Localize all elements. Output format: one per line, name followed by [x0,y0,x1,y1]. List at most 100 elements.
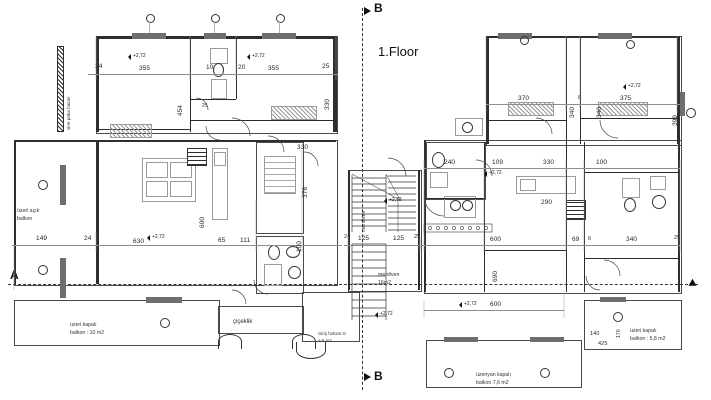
section-b-top-label: B [374,1,383,15]
section-b-bottom-label: B [374,369,383,383]
wall-left-upper-e [336,36,337,132]
dim-65: 65 [218,237,226,244]
dim-140: 140 [590,331,600,337]
wall-right-w [424,140,426,292]
fixture-appliance [455,118,483,136]
dimline-top-left [88,74,338,75]
node-left-2-icon [38,265,48,275]
furniture-sofa-3 [146,181,168,197]
window-rtop-2 [598,33,632,39]
wall-ru-n [486,36,680,38]
dimline-center [344,245,422,246]
window-top-1 [132,33,166,39]
window-bottom-left [146,297,182,303]
fixture-shower-2-icon [288,266,301,279]
wall-band-right-upper [333,36,336,132]
node-bottom-left-icon [160,318,170,328]
terrace-hatch-left [57,46,64,132]
dim-6: 6 [588,236,592,242]
level-marker-6-icon [459,302,462,308]
fixture-wc-3-icon [432,152,445,168]
closet-1 [110,124,152,138]
partition-lu-1 [190,39,191,132]
level-marker-7-label: +2,72 [628,83,641,89]
fixture-wc-1-icon [213,63,224,77]
leader-top-3 [279,21,280,33]
dim-370: 370 [518,95,530,102]
node-top-1-icon [146,14,155,23]
dim-8: 8 [578,95,582,101]
wall-ru-e [677,36,680,144]
bottom-covered-balcony [426,340,582,388]
wall-stair-w [348,170,350,290]
room-label-left-covered-balcony: üzeri kapalı balkon : 10 m2 [70,322,105,336]
window-bot-2 [530,337,564,342]
planter-box [218,306,304,334]
level-marker-7-icon [623,84,626,90]
room-label-bottom-covered-balcony: üzeriyan kapalı balkon 7,6 m2 [476,372,511,386]
bath-left-lower [256,236,304,294]
partition-ru-4 [580,118,677,119]
section-arrow-b-top-icon [364,7,371,15]
fixture-basin-2-icon [286,246,300,258]
fixture-kitchen-sink [444,196,476,218]
level-marker-2-icon [247,54,250,60]
partition-lu-3 [190,99,236,100]
dim-24-b: 24 [84,235,92,242]
level-marker-6-label: +2,72 [464,301,477,307]
node-rtop-1-icon [520,36,529,45]
node-right-edge-icon [686,108,696,118]
level-marker-4-label: +2,72 [389,197,402,203]
partition-r-7 [484,250,566,251]
window-bot-1 [444,337,478,342]
level-marker-1-icon [128,54,131,60]
sink-bowl-2-icon [462,200,473,211]
window-top-2 [204,33,226,39]
level-marker-2-label: +2,72 [252,53,265,59]
window-left-1 [60,165,66,205]
section-arrow-b-bottom-icon [364,373,371,381]
dim-20-a: 20 [238,64,246,71]
kitchen-counter [212,148,228,220]
dim-small-lu: 25 [202,103,208,109]
right-covered-balcony [584,300,682,350]
kitchen-tile-block [187,148,207,166]
dimline-right-top [486,104,680,105]
dim-340-a: 340 [626,236,638,243]
dim-290: 290 [541,199,553,206]
dim-600-b: 600 [490,301,502,308]
level-marker-5-label: +2,72 [380,311,393,317]
dimline-right-bottom [424,310,564,311]
node-rtop-2-icon [626,40,635,49]
dim-25-a: 25 [322,63,330,70]
dimline-right-mid [424,168,680,169]
partition-r-5 [584,172,680,173]
closet-4 [598,102,648,116]
dim-330-d: 330 [543,159,555,166]
kitchen-hob [214,152,226,166]
dimline-right [422,245,680,246]
dimline-mid-left [12,245,342,246]
wall-living-n [14,140,336,142]
right-hob [520,179,536,191]
dim-25-b: 25 [414,234,421,240]
fixture-tub-1 [211,79,227,99]
furniture-sofa-group [142,158,196,202]
node-right-balcony-icon [613,312,623,322]
dim-10-a: 10 [206,64,214,71]
section-line-b [362,8,363,338]
furniture-sofa-2 [170,162,192,178]
room-label-left-open-balcony: üzeri açık balkon [17,208,40,222]
sink-bowl-1-icon [450,200,461,211]
fixture-wc-4-icon [624,198,636,212]
wall-right-e [678,140,680,292]
partition-r-1 [484,142,485,292]
room-label-right-covered-balcony: üzeri kapalı balkon : 5,8 m2 [630,328,666,342]
level-marker-5-icon [375,312,378,318]
room-label-stair: merdiven 16m2 [378,272,400,286]
closet-2 [271,106,317,120]
partition-lu-4 [190,120,336,121]
